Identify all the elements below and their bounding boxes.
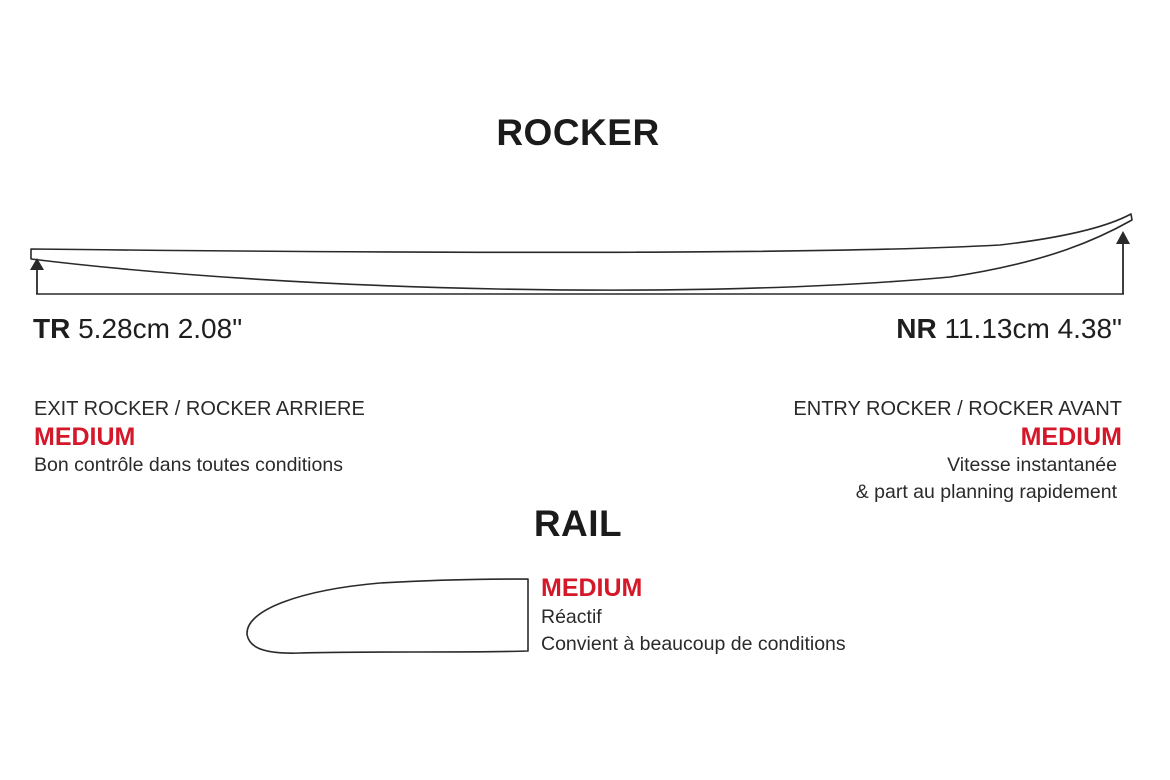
rail-level: MEDIUM [541,574,643,602]
nose-rocker-arrow [1116,231,1130,294]
rail-info-block: MEDIUM Réactif Convient à beaucoup de co… [541,574,846,658]
board-rocker-profile [30,213,1133,291]
entry-rocker-level: MEDIUM [1020,423,1122,451]
tail-rocker-code: TR [33,313,71,344]
tail-rocker-measure: TR 5.28cm 2.08" [33,313,242,345]
entry-rocker-block: ENTRY ROCKER / ROCKER AVANT MEDIUM Vites… [793,398,1122,506]
rail-desc-line: Réactif [541,606,602,628]
tail-rocker-value: 5.28cm 2.08" [78,313,243,344]
rail-title: RAIL [533,503,623,544]
tail-rocker-arrow [30,258,44,294]
nose-rocker-value: 11.13cm 4.38" [944,313,1122,344]
rail-profile [246,578,529,654]
entry-rocker-desc: Vitesse instantanée & part au planning r… [793,452,1122,506]
nose-rocker-measure: NR 11.13cm 4.38" [896,313,1122,345]
entry-rocker-desc-line: & part au planning rapidement [855,481,1117,503]
exit-rocker-block: EXIT ROCKER / ROCKER ARRIERE MEDIUM Bon … [34,398,365,479]
entry-rocker-desc-line: Vitesse instantanée [947,454,1117,476]
rail-desc-line: Convient à beaucoup de conditions [541,633,846,655]
exit-rocker-label: EXIT ROCKER / ROCKER ARRIERE [34,398,365,420]
exit-rocker-level: MEDIUM [34,423,136,451]
entry-rocker-label: ENTRY ROCKER / ROCKER AVANT [793,398,1122,420]
nose-rocker-code: NR [896,313,937,344]
exit-rocker-desc: Bon contrôle dans toutes conditions [34,454,343,476]
rocker-title: ROCKER [496,112,660,153]
